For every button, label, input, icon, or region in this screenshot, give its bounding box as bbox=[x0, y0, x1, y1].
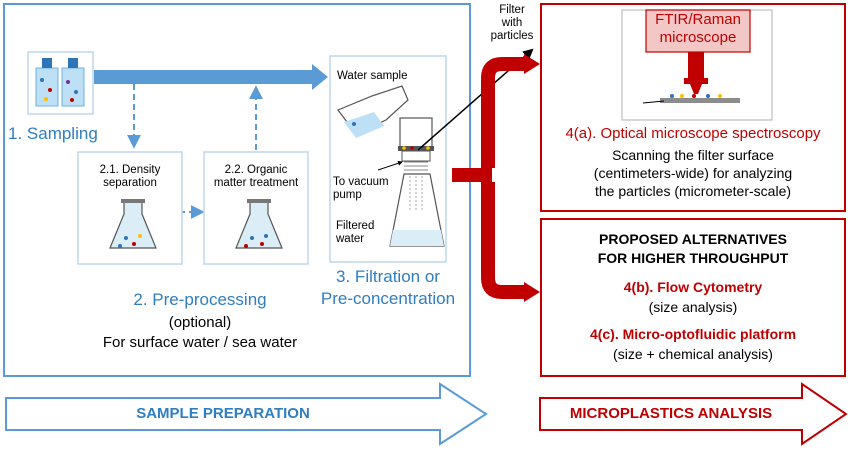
micro-optofluidic-desc: (size + chemical analysis) bbox=[613, 346, 773, 362]
density-separation-label: 2.1. Density separation bbox=[78, 164, 182, 190]
microplastics-analysis-label: MICROPLASTICS ANALYSIS bbox=[569, 405, 773, 422]
organic-label-line2: matter treatment bbox=[213, 177, 299, 190]
filtered-line1: Filtered bbox=[336, 220, 375, 232]
alternatives-header-line2: FOR HIGHER THROUGHPUT bbox=[597, 249, 789, 266]
optical-desc-line2: (centimeters-wide) for analyzing bbox=[593, 165, 793, 182]
density-label-line1: 2.1. Density bbox=[99, 164, 161, 176]
optical-spectroscopy-title: 4(a). Optical microscope spectroscopy bbox=[565, 125, 821, 142]
alternatives-header-line1: PROPOSED ALTERNATIVES bbox=[599, 231, 787, 247]
sampling-label: 1. Sampling bbox=[8, 124, 98, 143]
preprocessing-note: For surface water / sea water bbox=[102, 334, 298, 351]
flask-icon bbox=[109, 199, 157, 249]
preprocessing-optional: (optional) bbox=[168, 314, 232, 331]
sample-preparation-label: SAMPLE PREPARATION bbox=[136, 405, 310, 422]
alternatives-header: PROPOSED ALTERNATIVES FOR HIGHER THROUGH… bbox=[541, 230, 845, 268]
organic-treatment-label: 2.2. Organic matter treatment bbox=[204, 164, 308, 190]
red-branch-arrows bbox=[452, 54, 540, 302]
filtration-title-line1: 3. Filtration or bbox=[336, 267, 440, 286]
vacuum-pointer-arrow bbox=[377, 160, 403, 171]
vacuum-line1: To vacuum bbox=[333, 176, 389, 188]
water-sample-label: Water sample bbox=[337, 70, 408, 82]
micro-optofluidic-title: 4(c). Micro-optofluidic platform bbox=[589, 326, 797, 342]
filter-callout-line1: Filter bbox=[499, 4, 525, 16]
filtration-title: 3. Filtration or Pre-concentration bbox=[306, 266, 470, 310]
preprocessing-title: 2. Pre-processing bbox=[133, 290, 267, 309]
organic-label-line1: 2.2. Organic bbox=[224, 164, 288, 176]
flow-cytometry-title: 4(b). Flow Cytometry bbox=[623, 279, 763, 295]
filter-callout-line2: with bbox=[501, 17, 523, 30]
alternatives-box bbox=[540, 218, 846, 377]
microscope-icon bbox=[621, 9, 773, 121]
microscope-label-line2: microscope bbox=[659, 29, 737, 46]
filter-callout-label: Filter with particles bbox=[484, 4, 540, 44]
sample-preparation-arrow bbox=[5, 382, 488, 446]
optical-desc-line3: the particles (micrometer-scale) bbox=[594, 183, 792, 200]
optical-spectroscopy-desc: Scanning the filter surface (centimeters… bbox=[541, 146, 845, 201]
vacuum-pump-label: To vacuum pump bbox=[333, 176, 389, 202]
density-label-line2: separation bbox=[103, 177, 157, 190]
flask-icon bbox=[235, 199, 283, 249]
microplastics-analysis-arrow bbox=[539, 382, 848, 446]
filtration-title-line2: Pre-concentration bbox=[320, 289, 456, 309]
filtered-line2: water bbox=[336, 233, 365, 246]
vacuum-filter-icon bbox=[389, 117, 445, 247]
optical-desc-line1: Scanning the filter surface bbox=[612, 147, 774, 163]
optical-spectroscopy-box bbox=[540, 3, 846, 212]
microscope-label: FTIR/Raman microscope bbox=[646, 11, 750, 47]
microscope-label-line1: FTIR/Raman bbox=[655, 11, 741, 28]
sampling-bottles-icon bbox=[27, 51, 94, 115]
filter-callout-line3: particles bbox=[490, 30, 534, 43]
flow-cytometry-desc: (size analysis) bbox=[648, 299, 738, 315]
main-flow-arrow bbox=[94, 64, 328, 90]
sample-preparation-frame bbox=[3, 3, 471, 377]
filtered-water-label: Filtered water bbox=[336, 220, 374, 246]
pouring-flask-icon bbox=[337, 85, 409, 138]
vacuum-line2: pump bbox=[333, 189, 362, 202]
